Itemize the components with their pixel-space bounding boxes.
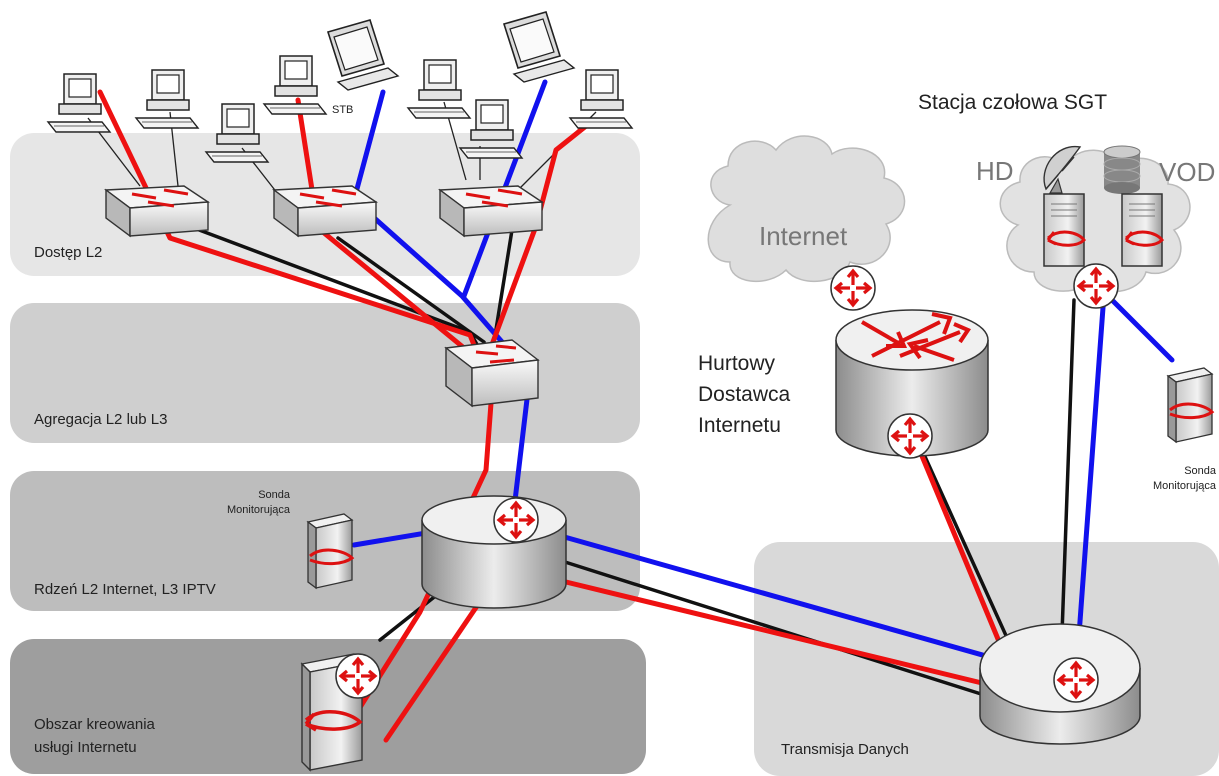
probe-right-label-1: Sonda <box>1184 465 1217 477</box>
user-pc-2 <box>135 69 199 129</box>
zone-service-label-1: Obszar kreowania <box>34 716 156 733</box>
headend-server-hd <box>1042 192 1086 268</box>
bras-router-icon <box>335 653 381 699</box>
probe-left-label-2: Monitorująca <box>227 504 291 516</box>
zone-access-label: Dostęp L2 <box>34 244 102 261</box>
zone-service-label-2: usługi Internetu <box>34 739 137 756</box>
core-router <box>421 495 567 609</box>
isp-label-1: Hurtowy <box>698 352 776 375</box>
monitoring-probe-right <box>1166 367 1215 444</box>
user-pc-7 <box>569 69 633 129</box>
user-pc-4 <box>263 55 327 115</box>
access-switch-1 <box>104 185 211 238</box>
isp-label-3: Internetu <box>698 414 781 437</box>
isp-upstream-router-icon <box>830 265 876 311</box>
isp-downstream-router-icon <box>887 413 933 459</box>
core-router-icon <box>493 497 539 543</box>
zone-aggregation-label: Agregacja L2 lub L3 <box>34 411 167 428</box>
probe-right-label-2: Monitorująca <box>1153 480 1217 492</box>
stb-tv-2 <box>503 11 575 83</box>
access-switch-3 <box>438 185 545 238</box>
headend-title: Stacja czołowa SGT <box>918 91 1107 114</box>
satellite-dish-icon <box>1043 146 1082 194</box>
vod-label: VOD <box>1159 157 1215 187</box>
stb-tv-1 <box>327 19 399 91</box>
isp-label-2: Dostawca <box>698 383 791 406</box>
user-pc-1 <box>47 73 111 133</box>
zone-aggregation: Agregacja L2 lub L3 <box>10 303 640 443</box>
monitoring-probe-left <box>306 513 355 590</box>
user-pc-5 <box>407 59 471 119</box>
transmission-router-icon <box>1053 657 1099 703</box>
hd-label: HD <box>976 156 1014 186</box>
probe-left-label-1: Sonda <box>258 489 291 501</box>
zone-transmission-label: Transmisja Danych <box>781 741 909 758</box>
isp-router <box>835 309 989 457</box>
internet-cloud-label: Internet <box>759 221 848 251</box>
access-switch-2 <box>272 185 379 238</box>
zone-core-label: Rdzeń L2 Internet, L3 IPTV <box>34 581 216 598</box>
vod-database-icon <box>1103 145 1141 194</box>
internet-cloud: Internet <box>707 135 906 283</box>
headend-server-vod <box>1120 192 1164 268</box>
user-pc-6 <box>459 99 523 159</box>
headend-router-icon <box>1073 263 1119 309</box>
stb-label: STB <box>332 104 353 116</box>
aggregation-switch <box>444 339 540 408</box>
